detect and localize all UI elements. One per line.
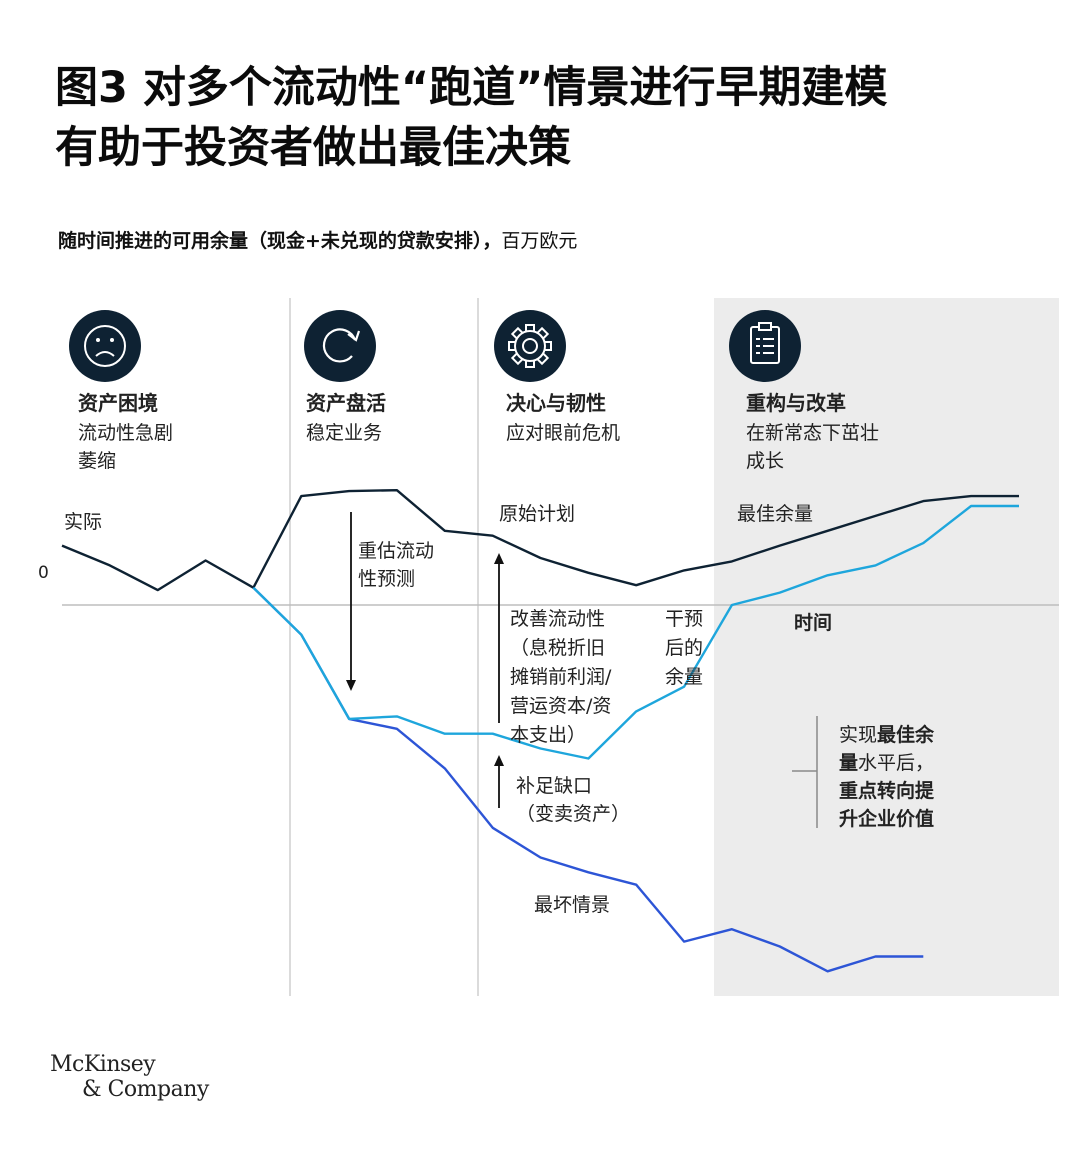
phase-desc: 萎缩: [78, 450, 116, 472]
series-line-2: [252, 586, 924, 973]
note-line: 重点转向提: [839, 779, 935, 802]
series-line-3: [252, 504, 1019, 760]
chart-title: 图3 对多个流动性“跑道”情景进行早期建模 有助于投资者做出最佳决策: [55, 58, 1045, 178]
x-axis-label-time: 时间: [794, 612, 832, 634]
label-improve: 本支出）: [510, 724, 586, 746]
clipboard-icon: [729, 310, 801, 382]
note-line: 升企业价值: [839, 807, 934, 830]
note-line: 量水平后，: [839, 752, 934, 774]
phase-desc: 成长: [746, 450, 784, 472]
sad-face-icon: [69, 310, 141, 382]
phase-title-resilience: 决心与韧性: [506, 391, 606, 415]
series-line-1: [61, 489, 1019, 592]
label-original-plan: 原始计划: [499, 503, 575, 525]
gear-tooth: [541, 341, 552, 351]
phase-title-restructure: 重构与改革: [746, 391, 846, 415]
label-worst-case: 最坏情景: [534, 894, 610, 916]
logo-line-2: & Company: [82, 1077, 209, 1102]
gear-tooth: [510, 350, 526, 366]
gear-tooth: [508, 341, 519, 351]
restructuring-phase-shading: [714, 298, 1059, 996]
fill-gap-arrow: [494, 755, 504, 808]
phase-desc: 流动性急剧: [78, 422, 173, 444]
title-line-2: 有助于投资者做出最佳决策: [55, 123, 571, 173]
phase-desc: 稳定业务: [306, 422, 382, 444]
mckinsey-logo: McKinsey & Company: [50, 1052, 209, 1102]
subtitle-measure: 随时间推进的可用余量（现金+未兑现的贷款安排），: [58, 230, 502, 252]
label-reassess: 性预测: [358, 568, 415, 590]
y-tick-zero: 0: [38, 563, 49, 583]
logo-line-1: McKinsey: [50, 1052, 156, 1077]
label-after-intervention: 余量: [665, 666, 703, 688]
note-bracket: [792, 716, 818, 828]
subtitle-unit: 百万欧元: [501, 230, 578, 252]
phase-title-distress: 资产困境: [78, 391, 158, 415]
label-improve: 摊销前利润/: [510, 666, 612, 688]
gear-tooth: [534, 326, 550, 342]
gear-tooth: [525, 357, 535, 368]
label-improve: 改善流动性: [510, 608, 605, 630]
phase-desc: 应对眼前危机: [506, 422, 620, 444]
label-actual: 实际: [64, 511, 102, 533]
label-after-intervention: 干预: [665, 608, 703, 630]
reassess-arrow: [346, 512, 356, 691]
label-improve: 营运资本/资: [510, 695, 611, 717]
gear-tooth: [534, 350, 550, 366]
phase-title-revitalize: 资产盘活: [306, 391, 386, 415]
label-fill-gap: （变卖资产）: [516, 803, 630, 825]
label-fill-gap: 补足缺口: [516, 775, 592, 797]
refresh-icon: [304, 310, 376, 382]
gear-icon: [494, 310, 566, 382]
note-line: 实现最佳余: [839, 723, 935, 746]
gear-tooth: [510, 326, 526, 342]
chart-subtitle: 随时间推进的可用余量（现金+未兑现的贷款安排），百万欧元: [58, 226, 577, 253]
label-improve: （息税折旧: [510, 637, 605, 659]
gear-tooth: [525, 324, 535, 335]
label-after-intervention: 后的: [665, 637, 703, 659]
phase-desc: 在新常态下茁壮: [746, 422, 879, 444]
title-line-1: 图3 对多个流动性“跑道”情景进行早期建模: [55, 63, 888, 113]
label-best-margin: 最佳余量: [737, 503, 813, 525]
improve-arrow: [494, 553, 504, 723]
label-reassess: 重估流动: [358, 540, 434, 562]
